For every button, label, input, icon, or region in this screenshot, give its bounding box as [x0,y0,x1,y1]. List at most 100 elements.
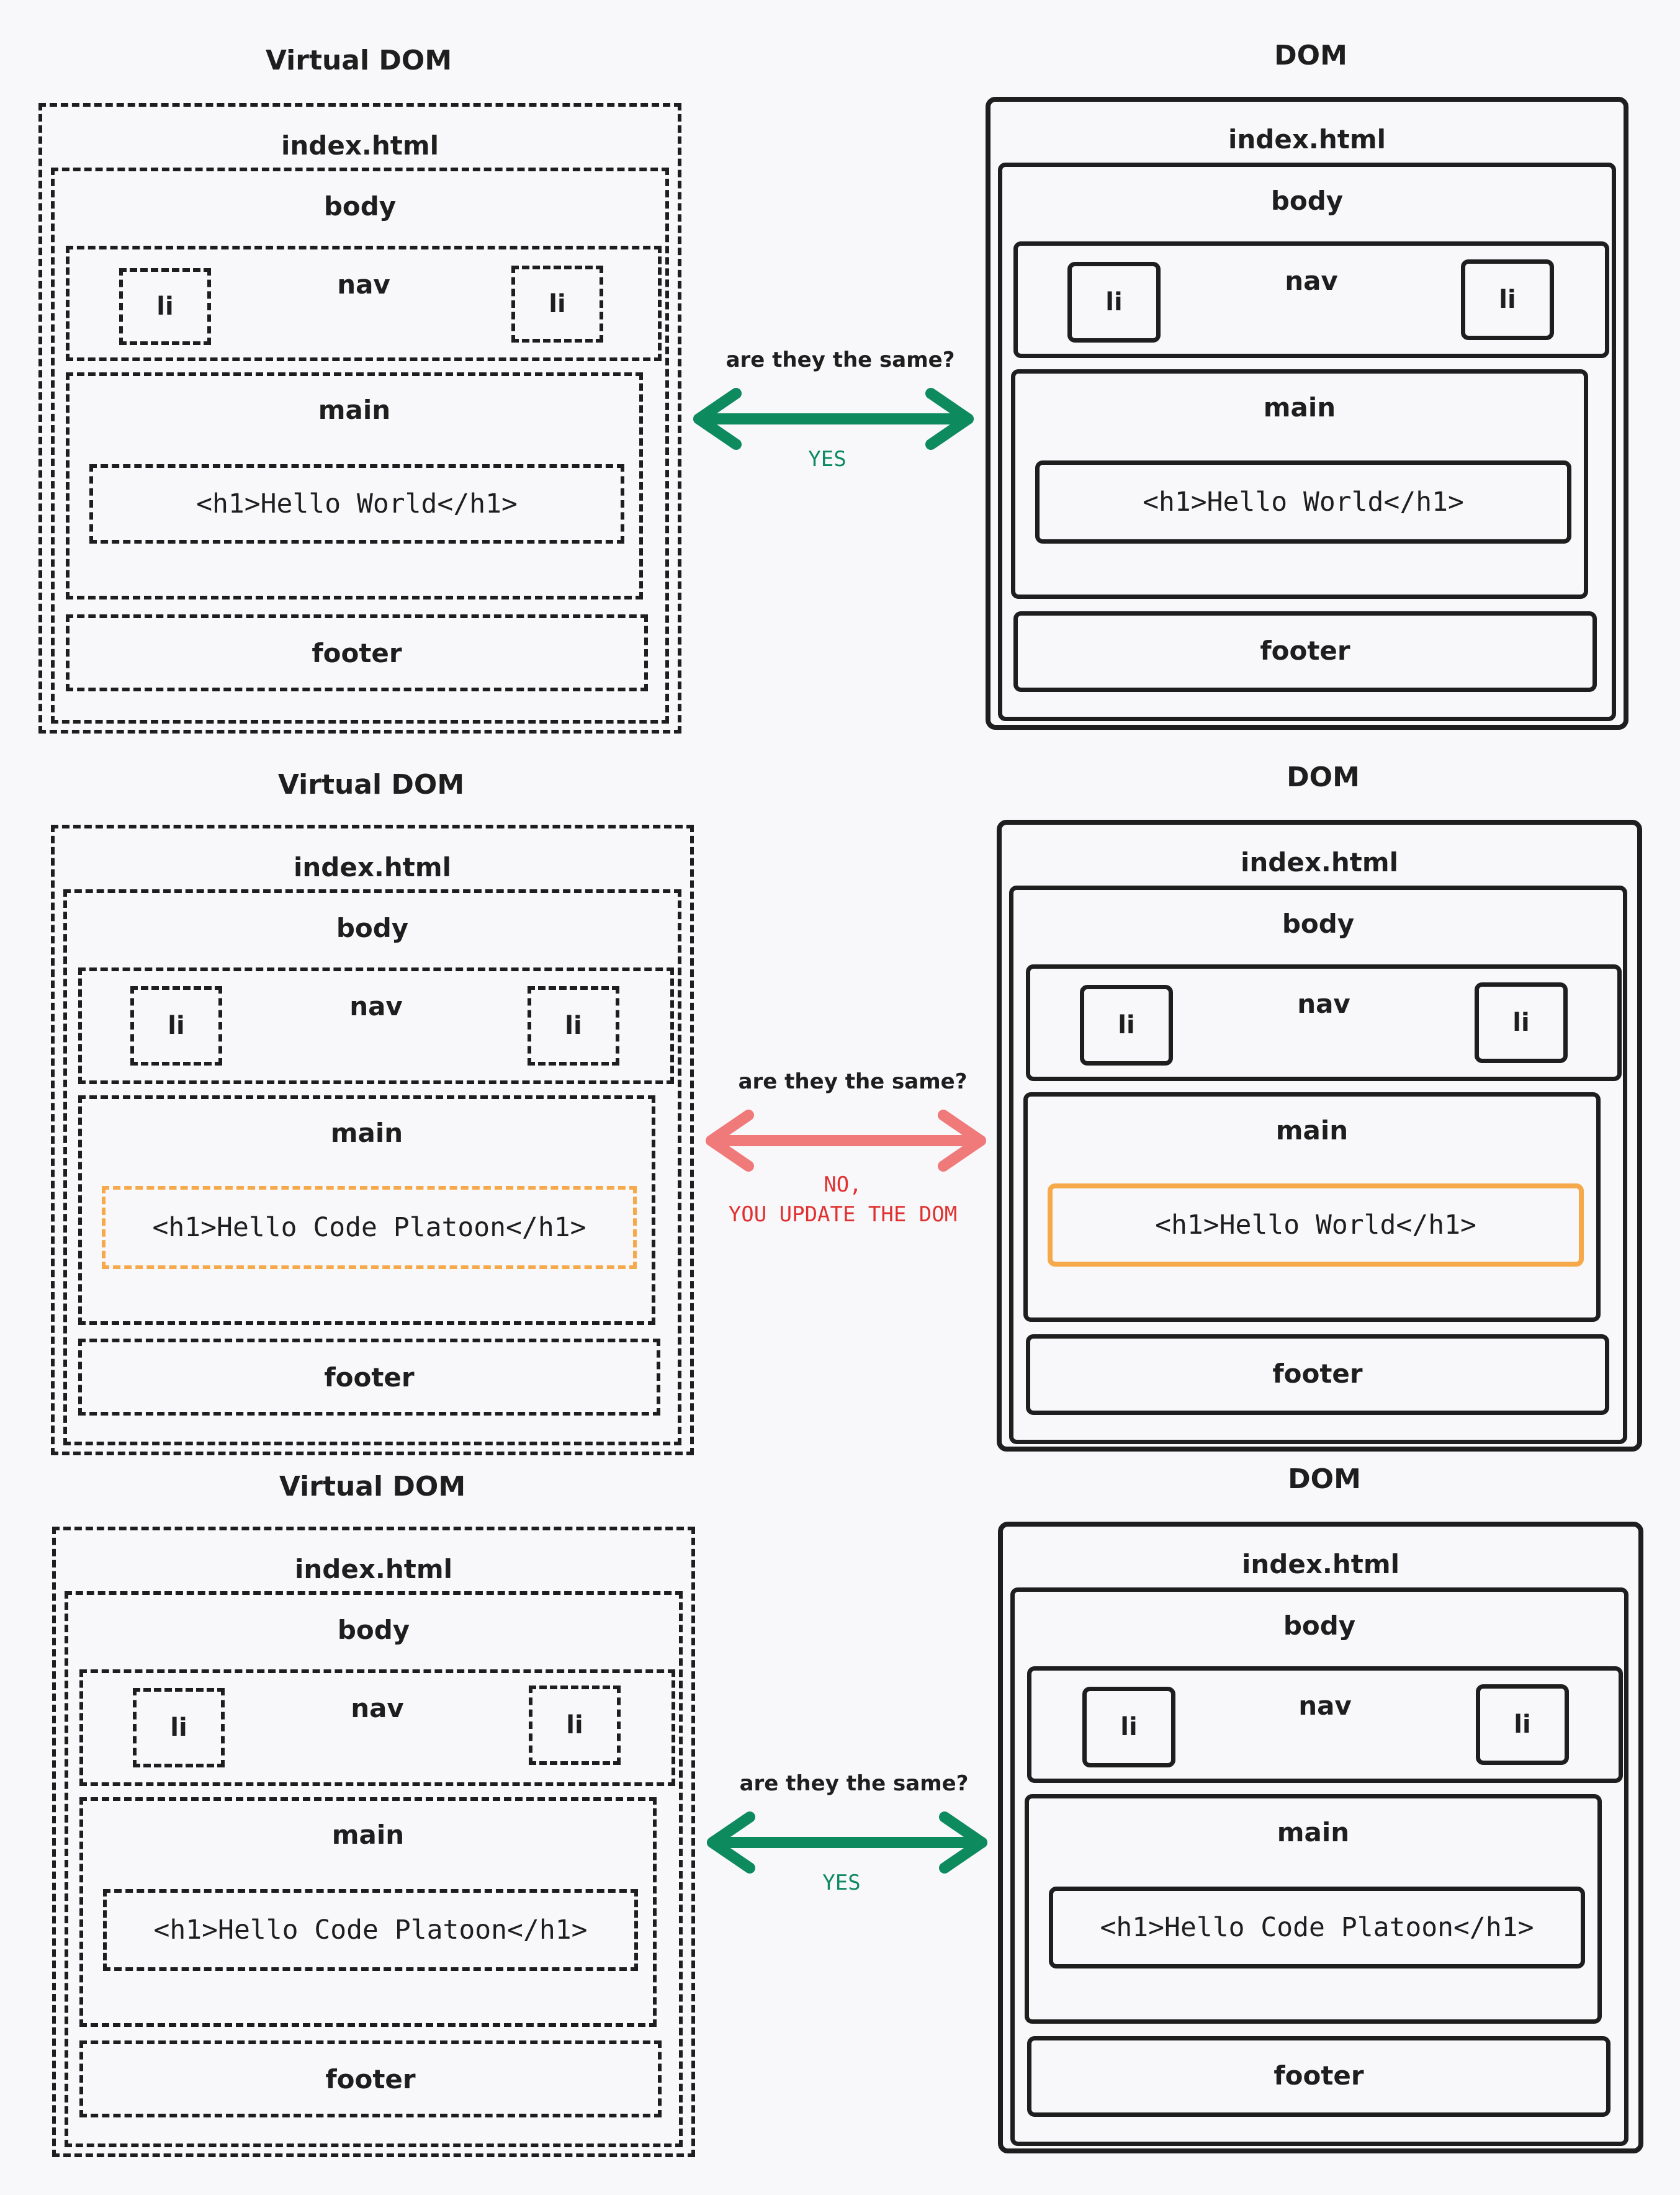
dom-heading: DOM [1287,761,1360,793]
virtual-footer-box: footer [79,2040,662,2117]
dom-li-right-label: li [1514,1710,1531,1739]
virtual-index-html-label: index.html [293,852,452,882]
comparison-row-2: Virtual DOM index.html body nav li li ma… [0,722,1680,1455]
virtual-li-right: li [528,986,619,1066]
double-arrow-icon [706,1110,986,1172]
dom-h1-box-outdated: <h1>Hello World</h1> [1048,1183,1584,1267]
comparison-row-3: Virtual DOM index.html body nav li li ma… [0,1424,1680,2157]
dom-body-label: body [1283,1610,1356,1641]
virtual-main-box: main <h1>Hello Code Platoon</h1> [79,1797,657,2027]
compare-answer: NO, YOU UPDATE THE DOM [688,1170,998,1229]
dom-body-box: body nav li li main <h1>Hello Code Plato… [1010,1587,1628,2146]
virtual-footer-label: footer [312,638,402,668]
dom-li-right: li [1476,1684,1569,1765]
virtual-dom-heading: Virtual DOM [279,1471,466,1502]
dom-li-right-label: li [1499,285,1516,314]
dom-footer-box: footer [1026,1334,1609,1415]
virtual-h1-text: <h1>Hello World</h1> [196,488,518,519]
dom-li-right: li [1461,259,1554,340]
dom-body-box: body nav li li main <h1>Hello World</h1>… [998,163,1616,721]
dom-nav-box: nav li li [1026,964,1622,1081]
compare-answer-line-1: YES [822,1870,861,1895]
virtual-dom-heading: Virtual DOM [265,45,452,76]
virtual-li-left-label: li [156,292,174,321]
virtual-nav-box: nav li li [79,1669,675,1786]
dom-nav-label: nav [1285,266,1338,296]
comparison-row-1: Virtual DOM index.html body nav li li ma… [0,0,1680,734]
virtual-li-right: li [511,266,603,343]
compare-answer-line-1: YES [808,447,847,472]
dom-footer-box: footer [1013,611,1597,692]
dom-index-html-box: index.html body nav li li main <h1>Hello… [986,97,1628,730]
dom-li-left: li [1082,1687,1175,1767]
dom-li-left: li [1080,985,1173,1066]
dom-heading: DOM [1274,40,1347,71]
virtual-footer-box: footer [66,614,648,691]
virtual-body-label: body [323,191,397,222]
compare-answer: YES [686,1868,997,1898]
dom-main-label: main [1275,1115,1349,1146]
virtual-nav-box: nav li li [78,967,674,1084]
dom-nav-box: nav li li [1027,1666,1623,1783]
dom-h1-text: <h1>Hello World</h1> [1143,487,1464,518]
dom-heading: DOM [1288,1463,1361,1495]
virtual-body-label: body [337,1615,410,1645]
dom-index-html-label: index.html [1241,1549,1400,1579]
virtual-dom-heading: Virtual DOM [277,769,465,801]
dom-h1-text: <h1>Hello Code Platoon</h1> [1100,1912,1534,1943]
dom-body-label: body [1270,186,1344,216]
dom-body-label: body [1282,909,1355,939]
dom-h1-text: <h1>Hello World</h1> [1155,1210,1476,1241]
dom-footer-box: footer [1027,2036,1610,2117]
virtual-h1-text: <h1>Hello Code Platoon</h1> [153,1914,588,1946]
dom-body-box: body nav li li main <h1>Hello World</h1>… [1009,886,1627,1444]
virtual-li-left: li [119,268,211,345]
dom-nav-label: nav [1297,989,1350,1019]
virtual-li-right-label: li [565,1012,582,1040]
virtual-li-right-label: li [566,1711,583,1739]
compare-question: are they the same? [739,1771,969,1796]
double-arrow-icon [707,1811,987,1874]
virtual-h1-box: <h1>Hello Code Platoon</h1> [103,1889,638,1971]
compare-answer: YES [672,444,982,474]
virtual-nav-box: nav li li [66,246,662,361]
virtual-index-html-box: index.html body nav li li main <h1>Hello… [38,103,681,734]
dom-index-html-label: index.html [1240,847,1399,878]
dom-index-html-box: index.html body nav li li main <h1>Hello… [997,820,1642,1452]
dom-footer-label: footer [1260,635,1350,666]
compare-answer-line-2: YOU UPDATE THE DOM [728,1202,958,1227]
virtual-index-html-box: index.html body nav li li main <h1>Hello… [51,825,694,1455]
dom-index-html-box: index.html body nav li li main <h1>Hello… [998,1522,1643,2153]
dom-main-box: main <h1>Hello World</h1> [1023,1092,1601,1322]
virtual-li-left: li [130,986,222,1066]
dom-main-label: main [1277,1817,1350,1847]
dom-li-left-label: li [1118,1011,1135,1039]
virtual-li-right: li [529,1686,621,1765]
virtual-index-html-label: index.html [294,1554,453,1584]
virtual-body-box: body nav li li main <h1>Hello World</h1>… [51,168,669,724]
virtual-body-label: body [336,913,409,943]
virtual-li-left: li [133,1688,225,1767]
double-arrow-icon [693,388,974,450]
dom-li-left-label: li [1120,1713,1138,1741]
dom-li-right: li [1475,982,1568,1063]
virtual-h1-box-changed: <h1>Hello Code Platoon</h1> [102,1186,637,1269]
virtual-footer-label: footer [325,2064,416,2094]
virtual-h1-text: <h1>Hello Code Platoon</h1> [152,1212,586,1243]
dom-main-label: main [1263,392,1336,423]
virtual-main-label: main [331,1820,405,1850]
virtual-nav-label: nav [337,269,390,300]
virtual-main-label: main [330,1118,403,1148]
virtual-index-html-box: index.html body nav li li main <h1>Hello… [52,1527,695,2157]
compare-question: are they the same? [725,348,955,372]
virtual-main-label: main [318,395,391,425]
compare-answer-line-1: NO, [824,1172,862,1197]
virtual-main-box: main <h1>Hello Code Platoon</h1> [78,1095,655,1325]
dom-li-left: li [1067,262,1161,343]
virtual-h1-box: <h1>Hello World</h1> [89,464,624,544]
virtual-li-right-label: li [549,290,566,318]
dom-h1-box: <h1>Hello World</h1> [1035,460,1571,544]
virtual-nav-label: nav [351,1693,404,1723]
virtual-footer-label: footer [324,1362,415,1393]
virtual-body-box: body nav li li main <h1>Hello Code Plato… [65,1591,683,2147]
